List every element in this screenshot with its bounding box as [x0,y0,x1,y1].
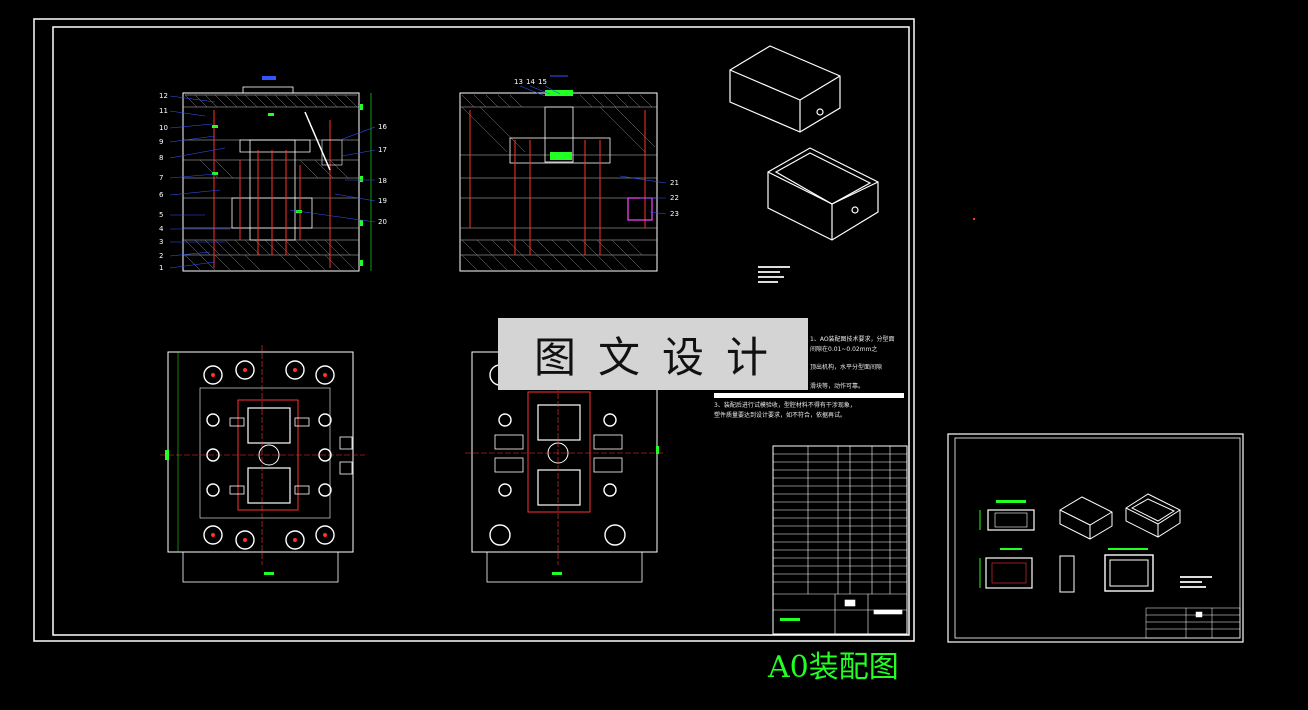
part-label-10: 10 [159,124,168,132]
notes-separator [714,393,904,398]
note-line-5: 3、装配后进行试模验收，型腔材料不得有干涉现象， [714,402,856,409]
part-label-19: 19 [378,197,387,205]
bom-table [772,445,908,635]
part-label-3: 3 [159,238,163,246]
part-label-6: 6 [159,191,164,199]
part-label-1: 1 [159,264,163,272]
stray-marker [973,218,975,220]
plan-view-moving-half [160,345,365,583]
part-label-12: 12 [159,92,168,100]
side-section-view: 13 14 15 21 22 23 [459,75,679,272]
iso-part-closed [729,45,841,133]
part-label-14: 14 [526,78,535,86]
drawing-caption: A0装配图 [768,650,899,685]
part-label-17: 17 [378,146,387,154]
note-line-1: 1、AO装配图技术要求，分型面 [810,336,895,343]
part-label-4: 4 [159,225,164,233]
part-label-8: 8 [159,154,163,162]
part-label-7: 7 [159,174,163,182]
part-label-15: 15 [538,78,547,86]
iso-part-open [767,147,879,241]
part-label-18: 18 [378,177,387,185]
part-label-16: 16 [378,123,387,131]
part-label-2: 2 [159,252,163,260]
watermark-banner: 图文设计 [498,318,808,390]
part-label-13: 13 [514,78,523,86]
sheet-inner-frame [52,26,910,636]
part-label-21: 21 [670,179,679,187]
note-line-6: 塑件质量要达到设计要求，如不符合，依据再试。 [714,412,847,419]
notes-block-small [758,266,790,283]
secondary-sheet [947,433,1244,643]
part-label-23: 23 [670,210,679,218]
part-label-11: 11 [159,107,168,115]
part-label-22: 22 [670,194,679,202]
front-section-view: 12 11 10 9 8 7 6 5 4 3 2 1 16 17 18 19 2… [159,76,387,272]
note-line-4: 滑块等，动作可靠。 [810,383,865,390]
part-label-20: 20 [378,218,387,226]
sheet-outer-frame [33,18,915,642]
note-line-2: 间隙在0.01~0.02mm之 [810,346,878,353]
part-label-5: 5 [159,211,163,219]
note-line-3: 顶出机构，水平分型面间隙 [810,364,883,371]
part-label-9: 9 [159,138,163,146]
plan-view-fixed-half [465,345,665,583]
